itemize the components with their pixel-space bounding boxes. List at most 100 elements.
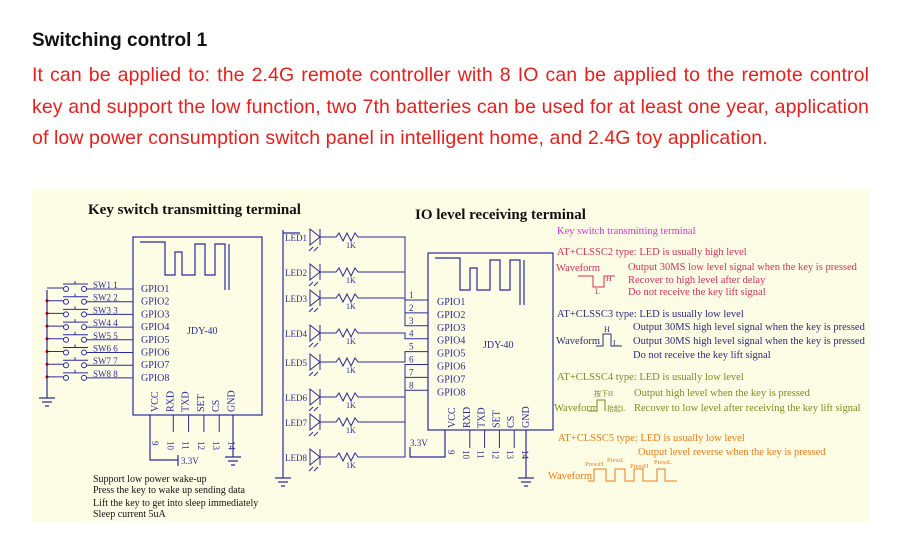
c2-line: Recover to high level after delay (628, 275, 766, 286)
c2-l: L (595, 287, 600, 296)
junction-dot (45, 311, 49, 315)
c3-line: Output 30MS high level signal when the k… (633, 336, 866, 347)
c5-waveform-label: Waveform (548, 471, 592, 482)
resistor-label: 1K (346, 426, 356, 435)
switch-terminal (81, 286, 87, 292)
left-gpio-label: GPIO6 (141, 348, 169, 359)
switch-terminal (81, 311, 87, 318)
c3-line: Output 30MS high level signal when the k… (633, 322, 866, 333)
c2-title: AT+CLSSC2 type: LED is usually high leve… (557, 247, 747, 258)
right-pin-label: SET (491, 410, 502, 428)
switch-terminal (81, 362, 87, 369)
io-number: 3 (409, 316, 414, 326)
resistor-icon (320, 231, 428, 301)
switch-label: SW4 4 (93, 318, 118, 328)
left-antenna-icon (140, 241, 230, 290)
left-gpio-label: GPIO4 (141, 322, 169, 333)
led-label: LED6 (285, 393, 307, 403)
c4-line: Output high level when the key is presse… (634, 388, 811, 399)
switch-terminal (63, 324, 69, 331)
led-label: LED1 (285, 233, 307, 243)
io-number: 2 (409, 303, 414, 313)
left-module (132, 236, 263, 416)
junction-dot (45, 299, 49, 303)
junction-dot (45, 337, 49, 341)
left-pin-label: TXD (181, 391, 192, 412)
right-pin-number: 13 (505, 450, 515, 460)
right-gpio-label: GPIO3 (437, 323, 465, 334)
io-number: 8 (409, 380, 414, 390)
c5-title: AT+CLSSC5 type: LED is usually low level (558, 433, 745, 444)
switch-terminal (81, 374, 87, 381)
left-pin-number: 13 (211, 441, 221, 451)
left-pin-number: 11 (181, 441, 191, 450)
switch-icon (63, 319, 88, 323)
junction-dot (45, 350, 49, 353)
switch-label: SW6 6 (93, 344, 118, 354)
resistor-label: 1K (346, 241, 356, 250)
right-gpio-label: GPIO2 (437, 310, 465, 321)
junction-dot (45, 375, 49, 379)
note: Press the key to wake up sending data (93, 485, 245, 496)
led-label: LED3 (285, 294, 307, 304)
left-gpio-label: GPIO3 (141, 309, 169, 320)
c4-h: 按下H (594, 389, 613, 398)
switch-icon (63, 357, 88, 361)
diagram-panel (32, 190, 870, 522)
switch-label: SW1 1 (93, 280, 118, 290)
right-pin-number: 9 (446, 450, 456, 455)
junction-dot (45, 362, 49, 366)
c3-waveform-icon (596, 333, 622, 347)
left-gpio-label: GPIO1 (141, 284, 169, 295)
description-paragraph: It can be applied to: the 2.4G remote co… (32, 64, 869, 149)
c3-h: H (604, 325, 610, 334)
led-label: LED2 (285, 268, 307, 278)
resistor-icon (320, 351, 428, 368)
right-antenna-icon (435, 257, 525, 305)
c4-title: AT+CLSSC4 type: LED is usually low level (557, 372, 744, 383)
led-label: LED5 (285, 358, 307, 368)
switch-icon (63, 293, 88, 298)
switch-label: SW2 2 (93, 293, 118, 303)
left-voltage-label: 3.3V (181, 456, 199, 466)
io-number: 6 (409, 355, 414, 365)
switch-icon (63, 281, 88, 285)
switch-terminal (81, 298, 87, 305)
left-pin-number: 9 (150, 441, 160, 446)
switch-label: SW3 3 (93, 305, 118, 315)
switch-wire (47, 351, 133, 353)
section-title: Switching control 1 (32, 30, 208, 51)
resistor-icon (320, 389, 428, 463)
switch-wire (47, 363, 133, 366)
c5-press: PressH (585, 461, 604, 468)
left-pin-number: 14 (227, 441, 237, 451)
c5-waveform-icon (588, 468, 677, 482)
switch-wire (47, 338, 133, 341)
c2-waveform-icon (578, 275, 615, 288)
left-pin-label: GND (227, 390, 238, 412)
led-label: LED8 (285, 453, 307, 463)
right-pin-label: GND (521, 406, 532, 428)
left-gpio-label: GPIO8 (141, 373, 169, 384)
right-gpio-label: GPIO7 (437, 374, 465, 385)
right-pin-number: 11 (476, 450, 486, 459)
c2-h: H (606, 274, 612, 283)
c5-press: PressL (654, 459, 672, 466)
switch-wire (47, 312, 133, 315)
left-gpio-label: GPIO5 (141, 335, 169, 346)
switch-terminal (63, 336, 69, 343)
right-gpio-label: GPIO8 (437, 387, 465, 398)
right-pin-label: CS (506, 416, 517, 428)
switch-icon (63, 344, 88, 348)
left-module-name: JDY-40 (187, 326, 218, 337)
switch-icon (63, 306, 88, 310)
resistor-icon (320, 327, 428, 340)
switch-terminal (63, 349, 69, 356)
left-pin-number: 12 (196, 441, 206, 450)
junction-dot (45, 324, 49, 328)
c3-waveform-label: Waveform (556, 336, 600, 347)
c2-line: Output 30MS low level signal when the ke… (628, 262, 858, 273)
right-pin-label: RXD (462, 407, 473, 428)
io-number: 7 (409, 367, 414, 377)
